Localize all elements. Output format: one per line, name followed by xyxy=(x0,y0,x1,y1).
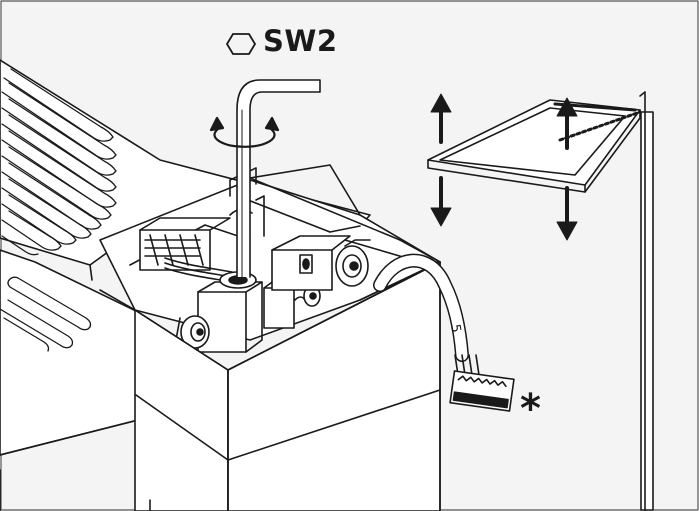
mechanism-cavity xyxy=(99,167,441,353)
connector-mark: * xyxy=(520,386,541,432)
side-rod xyxy=(639,91,654,511)
rotate-arrows-icon xyxy=(209,116,280,148)
hex-key-icon xyxy=(226,33,256,55)
lid-panel xyxy=(427,99,642,193)
hex-key xyxy=(236,79,321,278)
cable-assembly xyxy=(373,253,515,412)
up-down-arrows-icon xyxy=(430,93,578,241)
tool-label: SW2 xyxy=(263,24,338,58)
front-housing xyxy=(99,261,441,511)
